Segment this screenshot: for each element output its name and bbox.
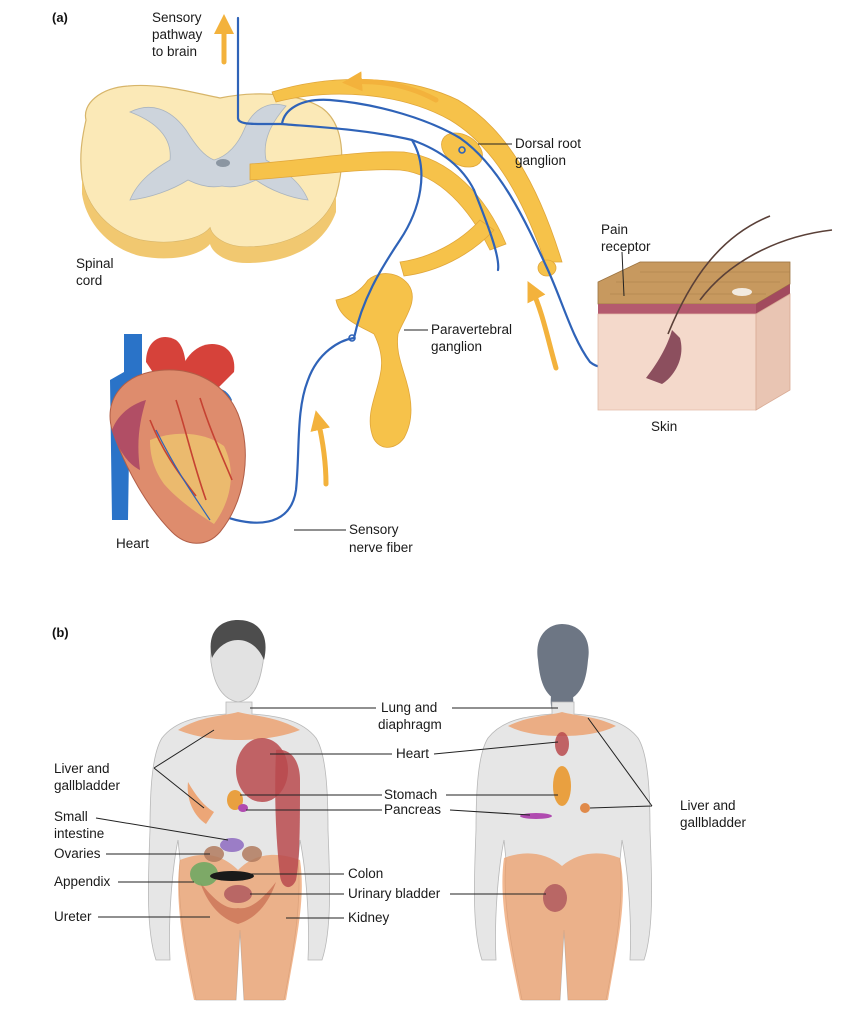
back-pancreas-zone [520, 813, 552, 819]
front-colon-zone [210, 871, 254, 881]
back-liver-zone [580, 803, 590, 813]
panel-b-letter: (b) [52, 625, 69, 640]
back-shoulder-zone [508, 712, 616, 736]
heart-illustration: Heart [109, 334, 246, 551]
back-body-figure [473, 624, 653, 1001]
lung-diaphragm-label-2: diaphragm [378, 717, 442, 732]
sensory-pathway-label-3: to brain [152, 44, 197, 59]
front-appendix-zone [190, 862, 218, 886]
panel-a-letter: (a) [52, 10, 68, 25]
lung-diaphragm-label-1: Lung and [381, 700, 437, 715]
colon-label: Colon [348, 866, 383, 881]
front-stomach-zone [227, 790, 243, 810]
dorsal-root-ganglion-label-2: ganglion [515, 153, 566, 168]
back-heart-zone [555, 732, 569, 756]
sensory-nerve-fiber-label-2: nerve fiber [349, 540, 413, 555]
small-intestine-label-2: intestine [54, 826, 104, 841]
spinal-cord-section: Spinal cord [76, 84, 343, 288]
sensory-pathway-label-2: pathway [152, 27, 203, 42]
small-intestine-label-1: Small [54, 809, 88, 824]
arrow-from-skin [527, 281, 559, 371]
liver-label-left-1: Liver and [54, 761, 110, 776]
pancreas-label: Pancreas [384, 802, 441, 817]
stomach-label: Stomach [384, 787, 437, 802]
central-canal [216, 159, 230, 167]
front-bladder-zone [224, 885, 252, 903]
front-small-intestine-zone [220, 838, 244, 852]
ureter-label: Ureter [54, 909, 92, 924]
back-stomach-zone [553, 766, 571, 806]
front-ovary-left [204, 846, 224, 862]
sensory-nerve-fiber [172, 16, 642, 524]
front-liver-zone [187, 782, 214, 824]
dorsal-root-ganglion-label-1: Dorsal root [515, 136, 581, 151]
liver-label-right-1: Liver and [680, 798, 736, 813]
leader-lines-b [95, 707, 653, 919]
heart-label-a: Heart [116, 536, 149, 551]
front-ovary-right [242, 846, 262, 862]
paravertebral-ganglion-label-1: Paravertebral [431, 322, 512, 337]
signal-direction-arrows [214, 14, 559, 487]
back-bladder-zone [543, 884, 567, 912]
spinal-cord-label-2: cord [76, 273, 102, 288]
spinal-cord-label-1: Spinal [76, 256, 114, 271]
sensory-nerve-fiber-label-1: Sensory [349, 522, 399, 537]
hair-follicle [646, 330, 682, 384]
liver-label-right-2: gallbladder [680, 815, 747, 830]
pain-receptor-label-2: receptor [601, 239, 651, 254]
liver-label-left-2: gallbladder [54, 778, 121, 793]
front-body-figure [147, 620, 331, 1001]
paravertebral-ganglion-shape [335, 273, 413, 448]
back-leg-zone [502, 853, 623, 1000]
kidney-label: Kidney [348, 910, 390, 925]
nerve-roots [249, 79, 563, 448]
front-left-arm-zone [275, 749, 300, 888]
ovaries-label: Ovaries [54, 846, 101, 861]
sensory-pathway-label-1: Sensory [152, 10, 202, 25]
skin-label: Skin [651, 419, 677, 434]
urinary-bladder-label: Urinary bladder [348, 886, 441, 901]
front-pancreas-zone [238, 804, 248, 812]
paravertebral-ganglion-label-2: ganglion [431, 339, 482, 354]
arrow-dorsal-root [342, 71, 439, 103]
appendix-label: Appendix [54, 874, 111, 889]
skin-block: Skin [597, 215, 833, 434]
pain-receptor-leader [621, 251, 625, 297]
pain-receptor-label-1: Pain [601, 222, 628, 237]
heart-label-b: Heart [396, 746, 429, 761]
arrow-from-heart [310, 410, 330, 487]
